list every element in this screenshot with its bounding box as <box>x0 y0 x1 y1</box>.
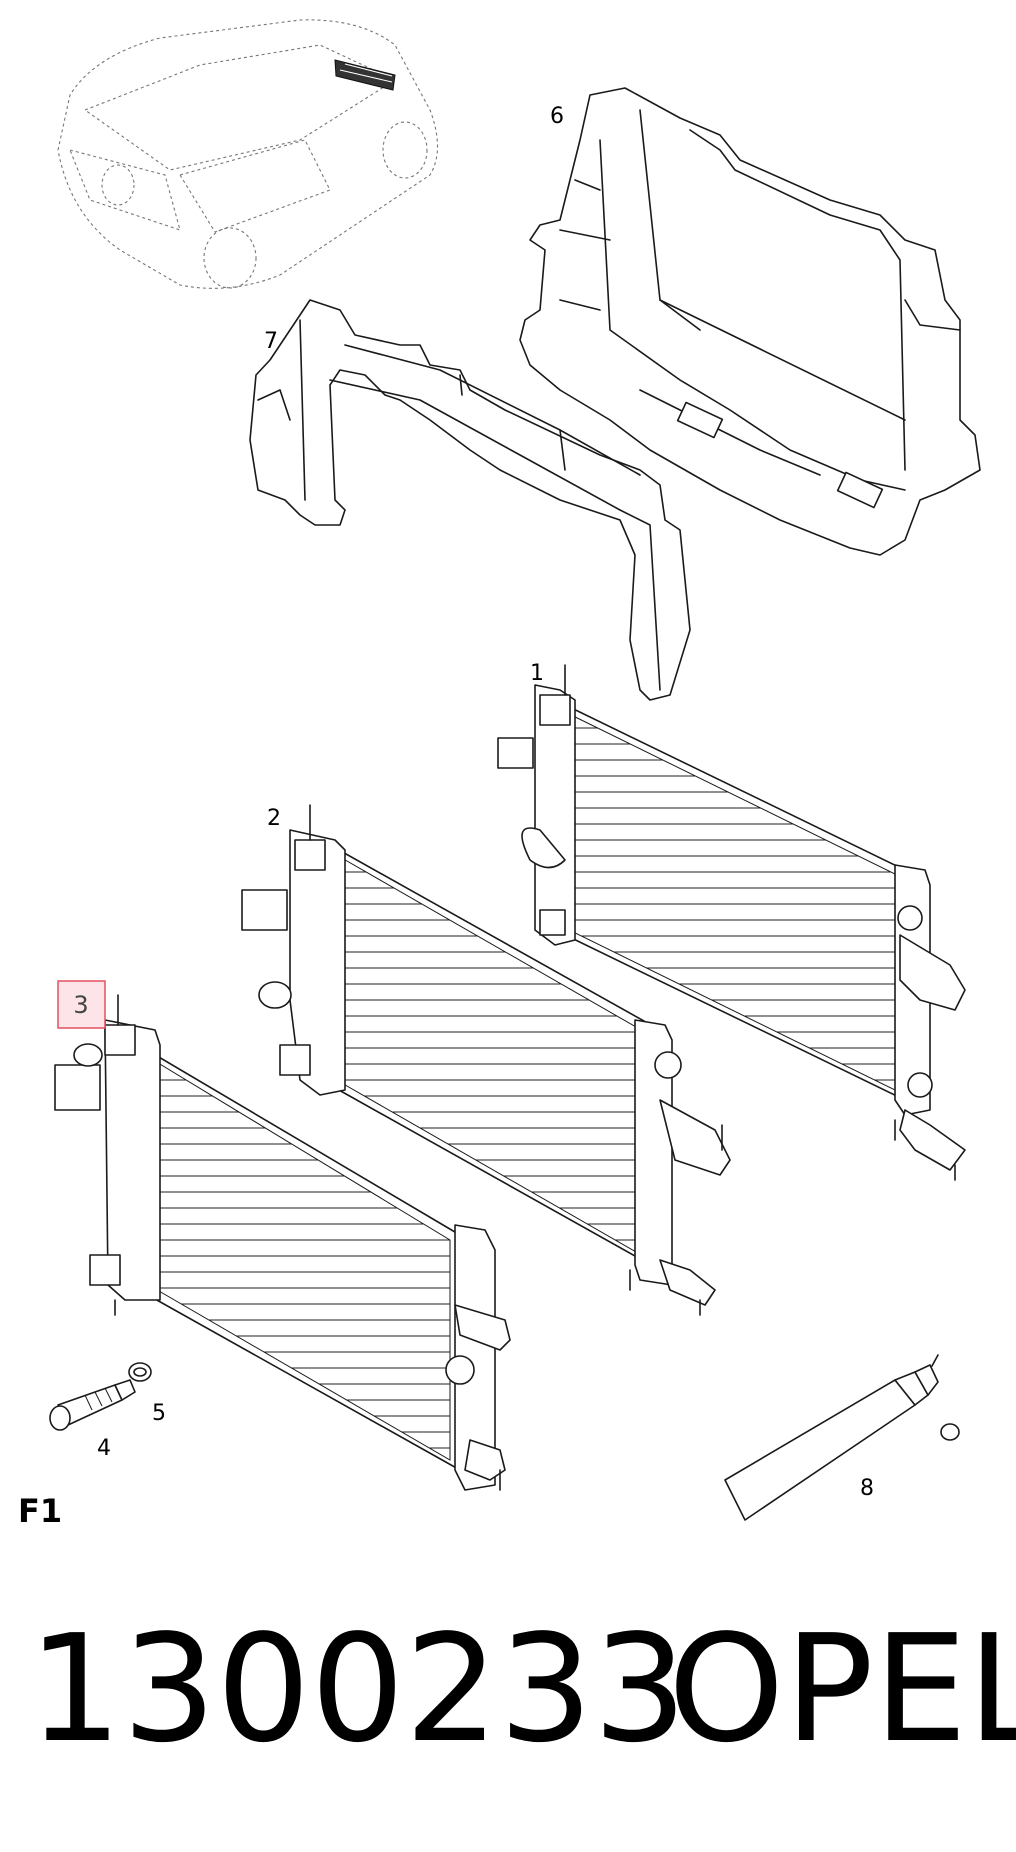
callout-5[interactable]: 5 <box>152 1401 166 1426</box>
callout-8[interactable]: 8 <box>860 1476 874 1501</box>
callout-1[interactable]: 1 <box>530 661 544 686</box>
callout-3[interactable]: 3 <box>73 991 88 1019</box>
drain-plug-part-4 <box>49 1379 136 1431</box>
part-number-text: 1300233 <box>28 1603 688 1775</box>
car-locator-icon <box>57 19 438 289</box>
radiator-part-2 <box>241 804 731 1316</box>
callout-2[interactable]: 2 <box>267 806 281 831</box>
callout-7[interactable]: 7 <box>264 329 278 354</box>
figure-id-label: F1 <box>18 1492 62 1530</box>
radiator-support-frame-part-6 <box>519 87 981 556</box>
callout-4[interactable]: 4 <box>97 1436 111 1461</box>
sealant-tube-part-8 <box>724 1354 960 1521</box>
radiator-part-1 <box>497 664 966 1181</box>
callout-3-highlight[interactable]: 3 <box>57 980 106 1029</box>
seal-ring-part-5 <box>128 1362 152 1382</box>
radiator-part-3 <box>54 994 511 1491</box>
air-deflector-part-7 <box>249 299 691 701</box>
brand-text: OPEL <box>668 1603 1016 1775</box>
callout-6[interactable]: 6 <box>550 104 564 129</box>
